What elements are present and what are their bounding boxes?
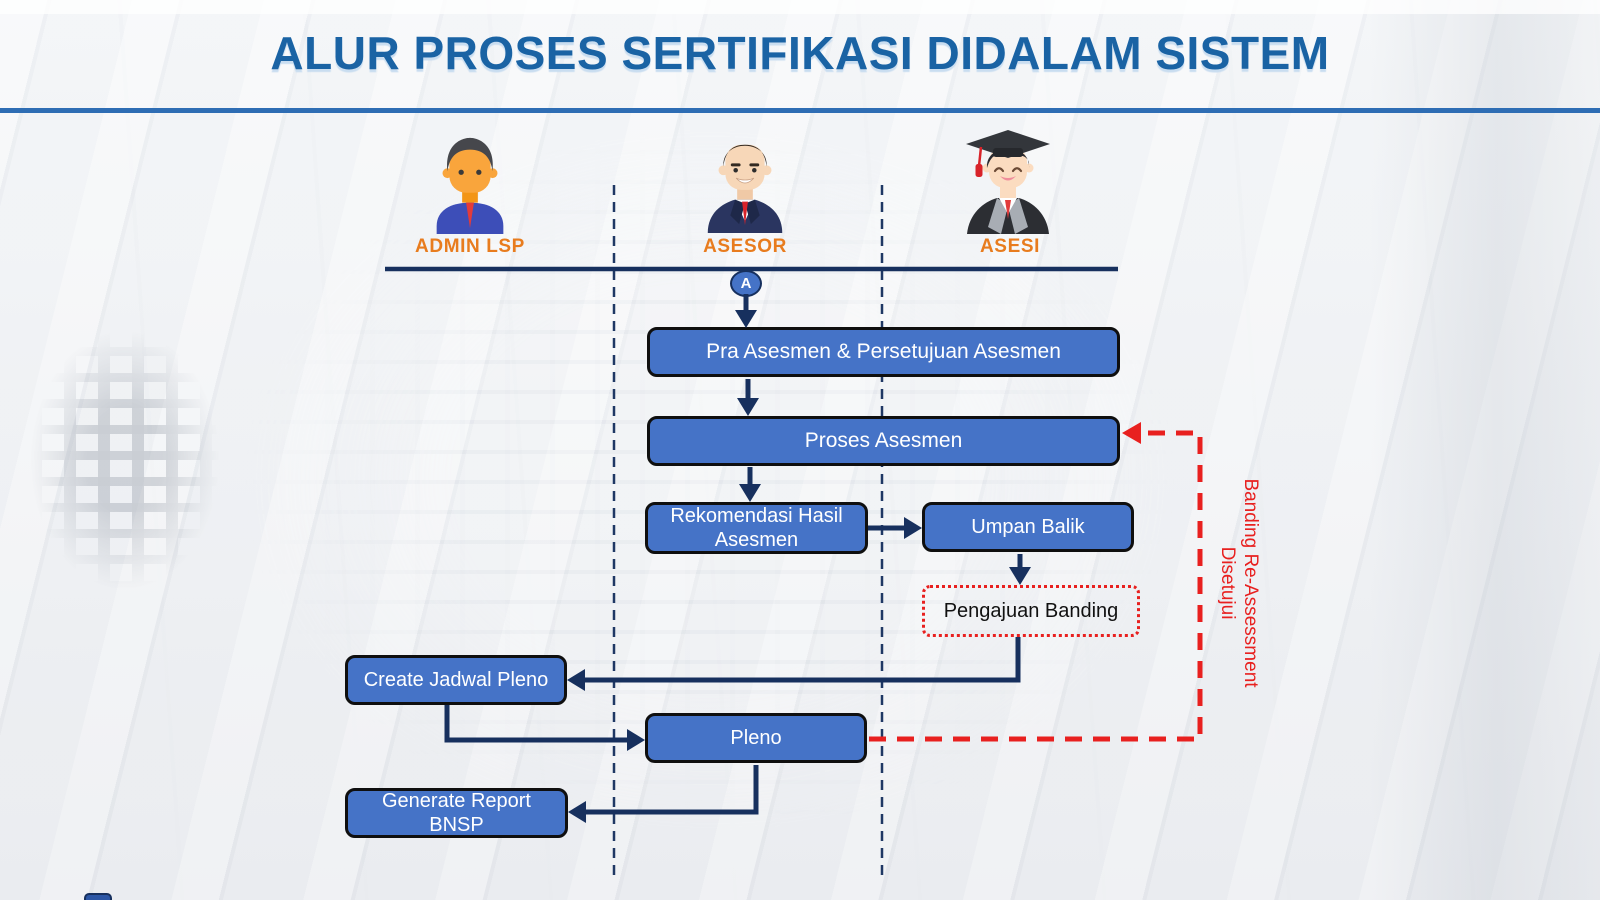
node-generate-report-bnsp: Generate Report BNSP <box>345 788 568 838</box>
admin-lsp-avatar-icon <box>436 137 504 234</box>
actor-label-admin-lsp: ADMIN LSP <box>415 236 525 257</box>
edge-label-banding-reassessment: Banding Re-Assessment Disetujui <box>1217 478 1261 688</box>
actor-label-asesor: ASESOR <box>703 236 787 257</box>
node-pleno: Pleno <box>645 713 867 763</box>
node-rekomendasi-hasil: Rekomendasi Hasil Asesmen <box>645 502 868 554</box>
title-divider <box>0 108 1600 113</box>
decorative-bottom-shape <box>84 893 112 900</box>
node-umpan-balik: Umpan Balik <box>922 502 1134 552</box>
node-pra-asesmen: Pra Asesmen & Persetujuan Asesmen <box>647 327 1120 377</box>
asesor-avatar-icon <box>707 144 783 233</box>
node-proses-asesmen: Proses Asesmen <box>647 416 1120 466</box>
node-create-jadwal-pleno: Create Jadwal Pleno <box>345 655 567 705</box>
actor-label-asesi: ASESI <box>979 236 1041 257</box>
background-top-band <box>0 0 1600 14</box>
background-right-building <box>1370 0 1600 900</box>
page-title: ALUR PROSES SERTIFIKASI DIDALAM SISTEM <box>270 27 1330 79</box>
node-pengajuan-banding: Pengajuan Banding <box>922 585 1140 637</box>
start-marker: A <box>730 270 762 297</box>
asesi-avatar-icon <box>966 130 1050 234</box>
background-left-windows <box>30 330 220 590</box>
